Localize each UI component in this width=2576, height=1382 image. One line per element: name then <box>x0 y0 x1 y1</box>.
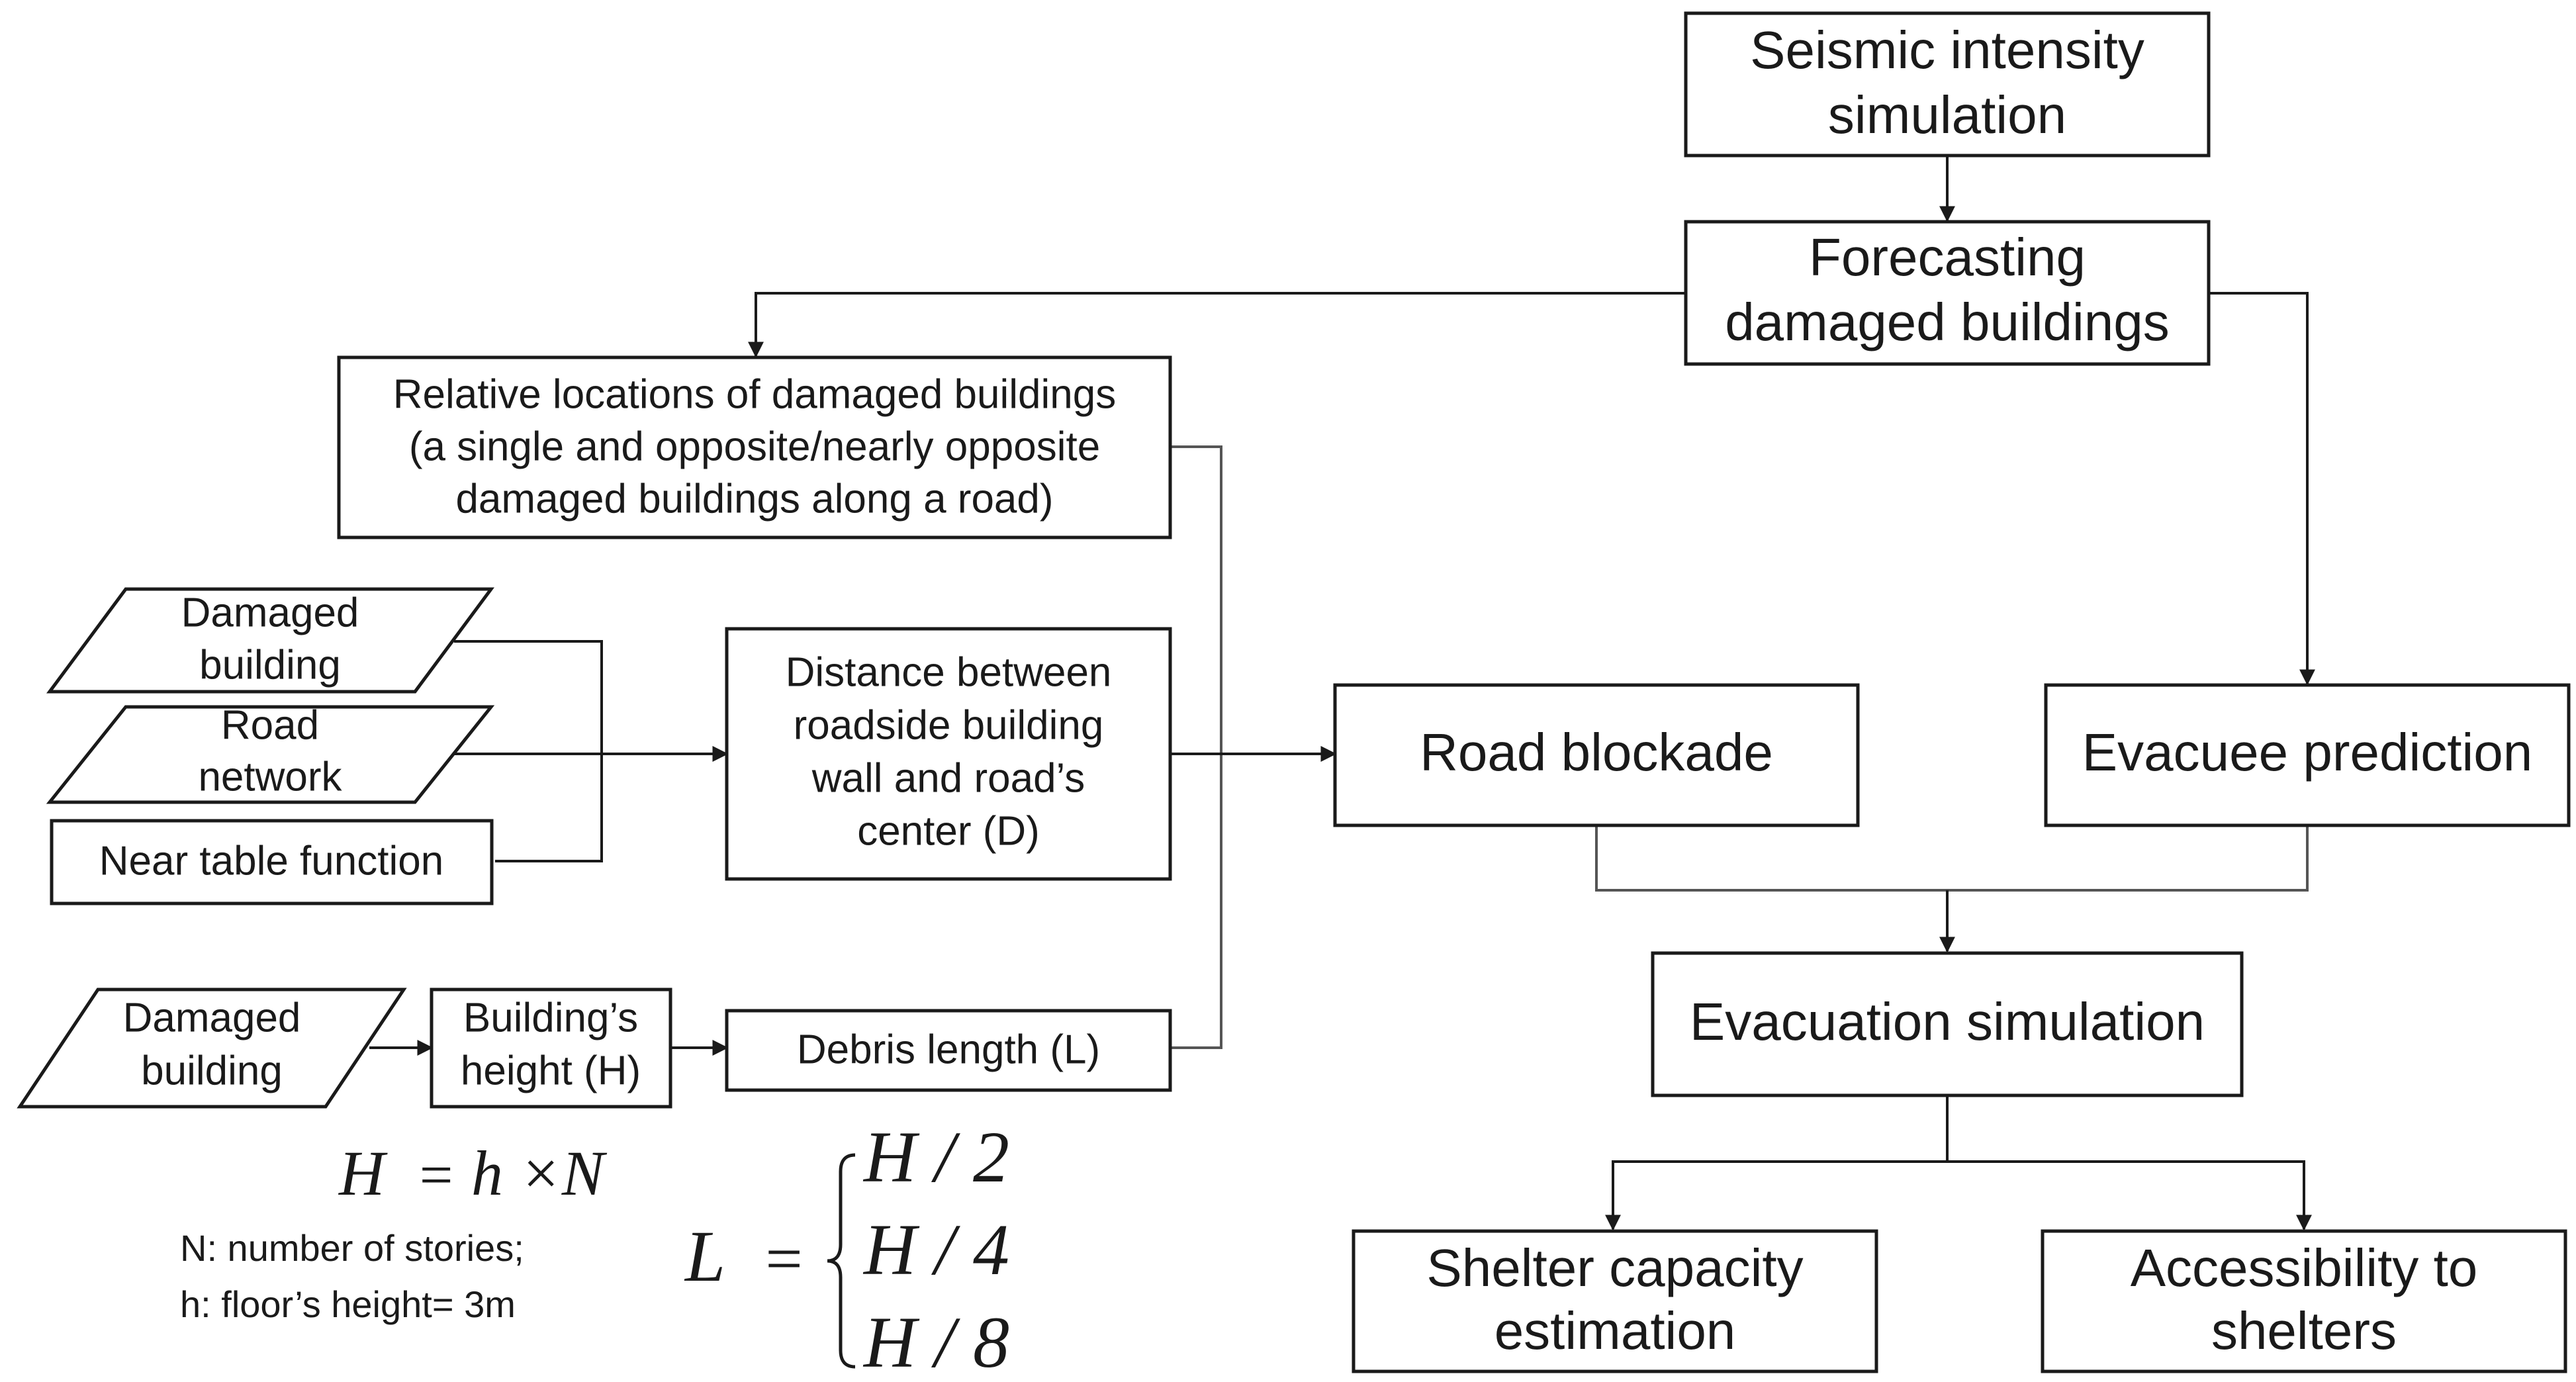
shelter-capacity-line-1: Shelter capacity <box>1426 1238 1803 1297</box>
arrow-split-to-accessibility <box>1947 1160 2312 1231</box>
height-eq-lhs: H <box>338 1138 388 1209</box>
forecasting-line-1: Forecasting <box>1809 228 2086 287</box>
distance-line-3: wall and road’s <box>811 755 1085 801</box>
debris-eq-case-2: H / 4 <box>862 1209 1009 1290</box>
node-seismic-intensity: Seismic intensity simulation <box>1684 11 2211 158</box>
damaged1-line-1: Damaged <box>181 590 359 635</box>
connector-relative-debris-bracket <box>1170 445 1222 1049</box>
road-network-line-1: Road <box>221 702 319 748</box>
height-line-2: height (H) <box>461 1048 641 1093</box>
distance-line-4: center (D) <box>857 808 1040 854</box>
seismic-line-1: Seismic intensity <box>1750 21 2144 79</box>
node-road-network-input: Road network <box>46 702 495 804</box>
debris-eq-case-3: H / 8 <box>862 1302 1009 1382</box>
debris-eq-brace <box>827 1153 856 1369</box>
legend-line-2: h: floor’s height= 3m <box>180 1283 516 1325</box>
formula-legend: N: number of stories; h: floor’s height=… <box>180 1227 524 1325</box>
node-evacuation-simulation: Evacuation simulation <box>1651 951 2244 1097</box>
debris-eq-case-1: H / 2 <box>862 1117 1009 1197</box>
shelter-capacity-line-2: estimation <box>1495 1301 1736 1360</box>
relative-line-1: Relative locations of damaged buildings <box>393 371 1117 417</box>
arrow-forecasting-to-relative <box>748 292 1686 358</box>
relative-line-3: damaged buildings along a road) <box>455 476 1053 522</box>
node-distance: Distance between roadside building wall … <box>725 627 1172 881</box>
node-building-height: Building’s height (H) <box>430 988 672 1109</box>
node-evacuee-prediction: Evacuee prediction <box>2044 683 2571 827</box>
distance-line-1: Distance between <box>786 649 1112 695</box>
connector-damaged-building-bracket <box>454 640 603 862</box>
height-line-1: Building’s <box>463 995 638 1040</box>
debris-label: Debris length (L) <box>797 1027 1100 1072</box>
formula-debris: L = H / 2 H / 4 H / 8 <box>684 1117 1009 1382</box>
node-damaged-building-input-2: Damaged building <box>17 988 407 1109</box>
height-eq-equals: = <box>416 1142 456 1208</box>
arrow-forecasting-to-evacuee <box>2209 292 2315 686</box>
damaged2-line-2: building <box>141 1048 283 1093</box>
damaged1-line-2: building <box>199 642 341 688</box>
node-debris-length: Debris length (L) <box>725 1009 1172 1092</box>
node-near-table-function: Near table function <box>50 819 494 905</box>
node-shelter-capacity: Shelter capacity estimation <box>1352 1229 1878 1373</box>
node-road-blockade: Road blockade <box>1333 683 1860 827</box>
node-forecasting: Forecasting damaged buildings <box>1684 220 2211 366</box>
connectors <box>369 156 2315 1231</box>
node-relative-locations: Relative locations of damaged buildings … <box>337 355 1172 539</box>
debris-eq-lhs: L <box>684 1216 725 1297</box>
accessibility-line-1: Accessibility to <box>2131 1238 2478 1297</box>
seismic-line-2: simulation <box>1828 85 2066 144</box>
formula-height: H = h ×N <box>338 1138 608 1209</box>
connector-road-blockade-merge <box>1595 825 2309 892</box>
height-eq-rhs: h ×N <box>471 1138 608 1209</box>
distance-line-2: roadside building <box>794 702 1104 748</box>
arrow-split-to-shelter-capacity <box>1605 1160 1947 1231</box>
damaged2-line-1: Damaged <box>123 995 301 1040</box>
road-network-line-2: network <box>198 754 342 800</box>
near-table-label: Near table function <box>99 838 443 884</box>
node-accessibility: Accessibility to shelters <box>2041 1229 2567 1373</box>
forecasting-line-2: damaged buildings <box>1725 293 2170 351</box>
road-blockade-label: Road blockade <box>1420 723 1773 782</box>
evacuee-label: Evacuee prediction <box>2082 723 2532 782</box>
accessibility-line-2: shelters <box>2211 1301 2397 1360</box>
legend-line-1: N: number of stories; <box>180 1227 524 1269</box>
debris-eq-equals: = <box>761 1222 805 1295</box>
evacuation-label: Evacuation simulation <box>1690 992 2205 1051</box>
relative-line-2: (a single and opposite/nearly opposite <box>409 424 1100 469</box>
node-damaged-building-input: Damaged building <box>46 587 494 694</box>
